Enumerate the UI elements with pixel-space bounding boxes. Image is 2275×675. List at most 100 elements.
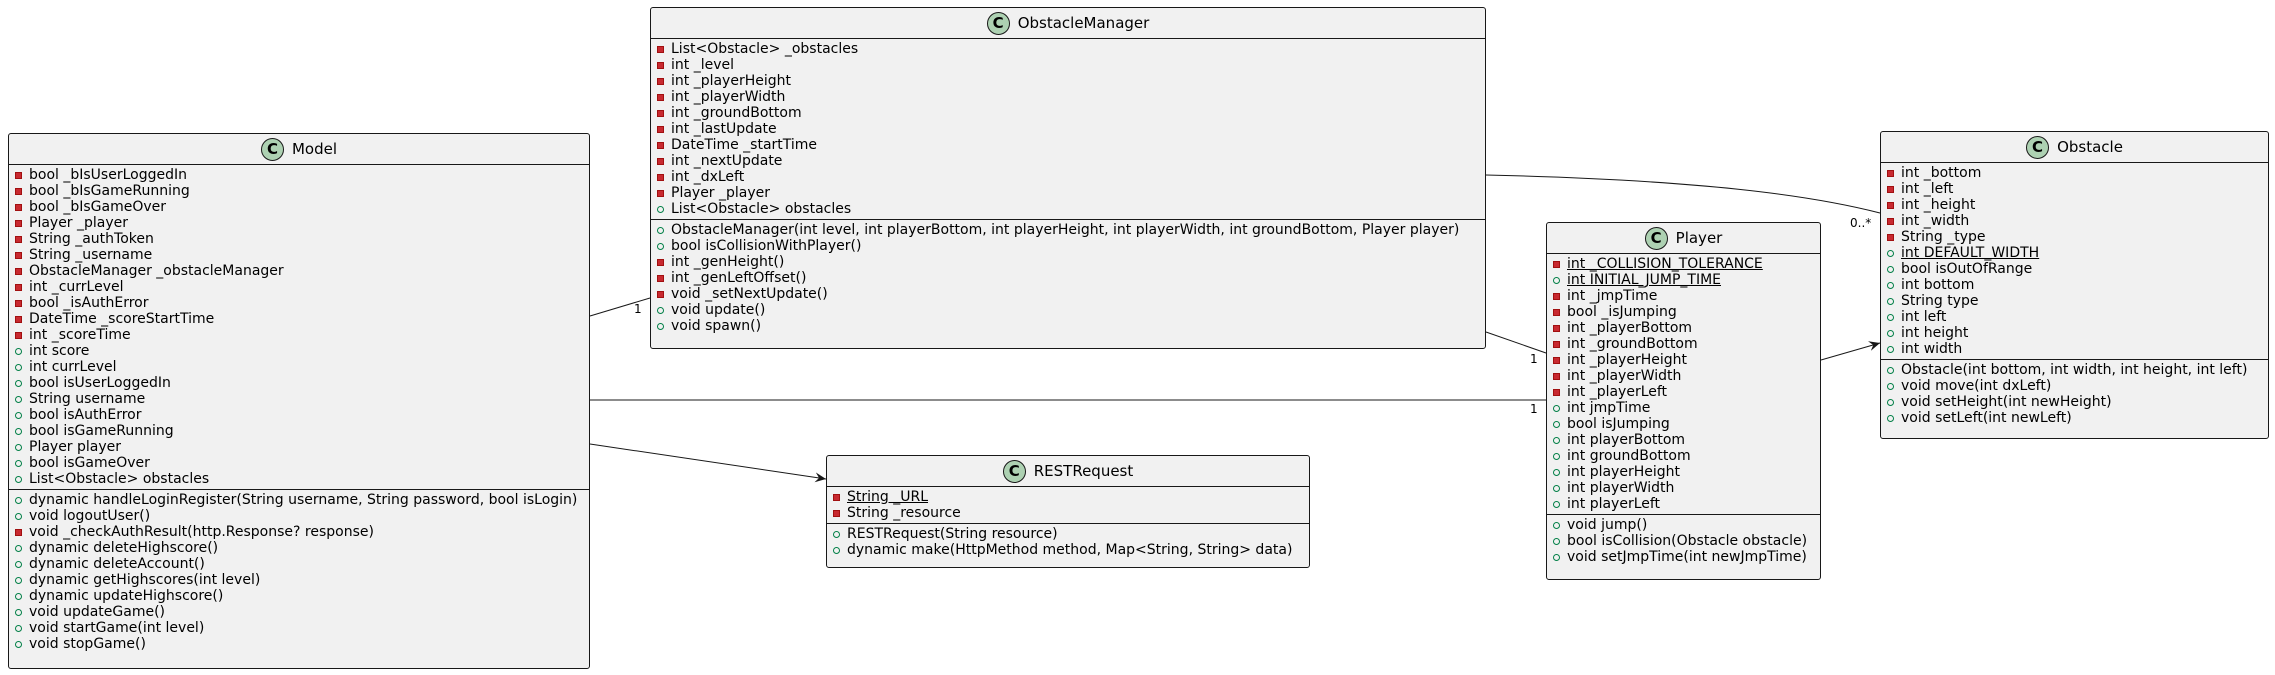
- method-text: void move(int dxLeft): [1901, 378, 2052, 394]
- method-text: void setHeight(int newHeight): [1901, 394, 2112, 410]
- private-visibility-icon: [1553, 260, 1560, 268]
- attribute-row: List<Obstacle> _obstacles: [657, 41, 1485, 57]
- attribute-row: int _playerWidth: [657, 89, 1485, 105]
- attribute-row: int _left: [1887, 181, 2268, 197]
- method-row: void update(): [657, 302, 1485, 318]
- attribute-row: int DEFAULT_WIDTH: [1887, 245, 2268, 261]
- method-row: void logoutUser(): [15, 508, 589, 524]
- edge-model-obstaclemanager: [589, 297, 651, 317]
- attribute-text: int currLevel: [29, 359, 117, 375]
- public-visibility-icon: [1887, 329, 1894, 337]
- class-icon: C: [986, 11, 1010, 35]
- attribute-text: List<Obstacle> _obstacles: [671, 41, 859, 57]
- attribute-text: int _currLevel: [29, 279, 124, 295]
- attribute-text: DateTime _scoreStartTime: [29, 311, 215, 327]
- public-visibility-icon: [1553, 276, 1560, 284]
- method-row: ObstacleManager(int level, int playerBot…: [657, 222, 1485, 238]
- public-visibility-icon: [657, 205, 664, 213]
- public-visibility-icon: [1887, 398, 1894, 406]
- public-visibility-icon: [15, 395, 22, 403]
- attribute-text: int width: [1901, 341, 1963, 357]
- method-text: void stopGame(): [29, 636, 146, 652]
- public-visibility-icon: [1553, 452, 1560, 460]
- method-text: void logoutUser(): [29, 508, 151, 524]
- private-visibility-icon: [1553, 340, 1560, 348]
- class-header: C RESTRequest: [827, 456, 1309, 487]
- attribute-text: bool _bIsGameOver: [29, 199, 167, 215]
- attribute-text: int playerWidth: [1567, 480, 1675, 496]
- attribute-text: int _groundBottom: [671, 105, 802, 121]
- public-visibility-icon: [15, 608, 22, 616]
- attribute-text: int _nextUpdate: [671, 153, 783, 169]
- attribute-text: bool isUserLoggedIn: [29, 375, 171, 391]
- class-name: ObstacleManager: [1017, 14, 1150, 32]
- attribute-row: String _type: [1887, 229, 2268, 245]
- attribute-text: int jmpTime: [1567, 400, 1651, 416]
- attribute-row: List<Obstacle> obstacles: [15, 471, 589, 487]
- method-text: Obstacle(int bottom, int width, int heig…: [1901, 362, 2248, 378]
- method-row: dynamic handleLoginRegister(String usern…: [15, 492, 589, 508]
- private-visibility-icon: [15, 203, 22, 211]
- edge-obstaclemanager-player: [1485, 331, 1547, 354]
- attribute-text: List<Obstacle> obstacles: [29, 471, 210, 487]
- public-visibility-icon: [1887, 414, 1894, 422]
- attribute-row: bool isUserLoggedIn: [15, 375, 589, 391]
- method-row: int _genHeight(): [657, 254, 1485, 270]
- multiplicity-obstaclemanager-player: 1: [1530, 352, 1538, 366]
- attribute-row: ObstacleManager _obstacleManager: [15, 263, 589, 279]
- attribute-text: int INITIAL_JUMP_TIME: [1567, 272, 1721, 288]
- attribute-text: int playerLeft: [1567, 496, 1661, 512]
- attribute-text: int _jmpTime: [1567, 288, 1658, 304]
- attribute-row: bool _bIsUserLoggedIn: [15, 167, 589, 183]
- public-visibility-icon: [15, 544, 22, 552]
- attribute-row: int _scoreTime: [15, 327, 589, 343]
- private-visibility-icon: [15, 299, 22, 307]
- method-row: void startGame(int level): [15, 620, 589, 636]
- method-text: bool isCollisionWithPlayer(): [671, 238, 862, 254]
- attribute-row: int _height: [1887, 197, 2268, 213]
- attribute-row: int playerHeight: [1553, 464, 1820, 480]
- attribute-text: bool isJumping: [1567, 416, 1670, 432]
- class-header: C ObstacleManager: [651, 8, 1485, 39]
- public-visibility-icon: [15, 640, 22, 648]
- method-row: dynamic deleteHighscore(): [15, 540, 589, 556]
- public-visibility-icon: [15, 576, 22, 584]
- attribute-text: String _authToken: [29, 231, 154, 247]
- attribute-text: int _playerLeft: [1567, 384, 1668, 400]
- attribute-text: int _playerHeight: [671, 73, 791, 89]
- attribute-text: bool _isAuthError: [29, 295, 149, 311]
- public-visibility-icon: [15, 592, 22, 600]
- attribute-row: int _nextUpdate: [657, 153, 1485, 169]
- edge-model-restrequest: [589, 443, 827, 483]
- method-text: void startGame(int level): [29, 620, 205, 636]
- attribute-text: bool isOutOfRange: [1901, 261, 2033, 277]
- public-visibility-icon: [15, 475, 22, 483]
- attribute-text: bool _bIsUserLoggedIn: [29, 167, 187, 183]
- method-row: dynamic make(HttpMethod method, Map<Stri…: [833, 542, 1309, 558]
- attribute-text: int _bottom: [1901, 165, 1982, 181]
- attribute-text: int _playerWidth: [1567, 368, 1682, 384]
- attribute-row: int playerWidth: [1553, 480, 1820, 496]
- attribute-row: String username: [15, 391, 589, 407]
- private-visibility-icon: [15, 283, 22, 291]
- method-row: void move(int dxLeft): [1887, 378, 2268, 394]
- attribute-text: int _lastUpdate: [671, 121, 777, 137]
- private-visibility-icon: [833, 509, 840, 517]
- attribute-row: bool isGameOver: [15, 455, 589, 471]
- attribute-row: String _authToken: [15, 231, 589, 247]
- attribute-text: Player _player: [671, 185, 771, 201]
- public-visibility-icon: [1887, 345, 1894, 353]
- private-visibility-icon: [15, 528, 22, 536]
- private-visibility-icon: [1553, 308, 1560, 316]
- method-text: void updateGame(): [29, 604, 166, 620]
- attribute-text: int _playerHeight: [1567, 352, 1687, 368]
- method-list: dynamic handleLoginRegister(String usern…: [9, 490, 589, 654]
- method-row: bool isCollision(Obstacle obstacle): [1553, 533, 1820, 549]
- attribute-text: int left: [1901, 309, 1947, 325]
- attribute-row: DateTime _startTime: [657, 137, 1485, 153]
- attribute-row: int _bottom: [1887, 165, 2268, 181]
